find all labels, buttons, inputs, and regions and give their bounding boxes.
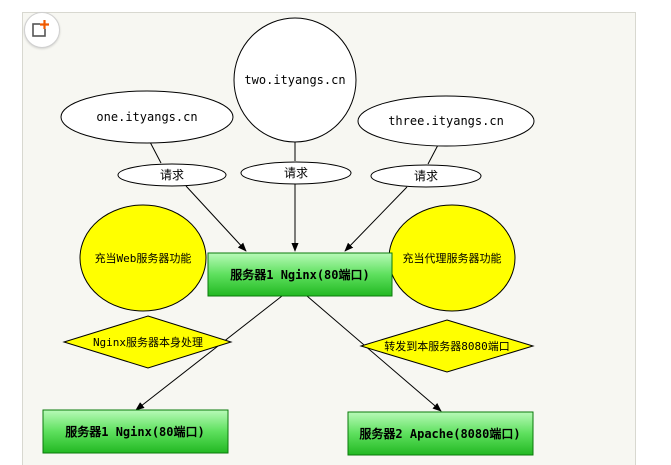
request-label-two: 请求: [284, 166, 308, 180]
main-server-label: 服务器1 Nginx(80端口): [230, 267, 369, 282]
web-server-role-label: 充当Web服务器功能: [95, 251, 192, 265]
domain-two-label: two.ityangs.cn: [244, 73, 345, 87]
arrow-server-to-nginx: [135, 295, 283, 411]
domain-three-label: three.ityangs.cn: [388, 114, 504, 128]
request-pill-two: 请求: [240, 161, 352, 185]
domain-three-node: three.ityangs.cn: [357, 95, 535, 147]
request-label-one: 请求: [160, 168, 184, 182]
connector-three: [427, 144, 439, 165]
self-handle-node: Nginx服务器本身处理: [62, 315, 233, 369]
domain-two-node: two.ityangs.cn: [233, 17, 357, 143]
arrow-server-to-apache: [306, 295, 442, 412]
proxy-server-role-node: 充当代理服务器功能: [388, 204, 516, 312]
connector-one: [149, 141, 162, 164]
expand-icon: [32, 20, 49, 37]
request-label-three: 请求: [414, 169, 438, 183]
nginx-server-label: 服务器1 Nginx(80端口): [65, 424, 204, 439]
apache-server-node: 服务器2 Apache(8080端口): [347, 411, 534, 456]
arrow-three-to-server: [344, 186, 408, 252]
forward-node: 转发到本服务器8080端口: [359, 319, 535, 373]
proxy-server-role-label: 充当代理服务器功能: [403, 251, 502, 265]
request-pill-three: 请求: [370, 164, 482, 188]
request-pill-one: 请求: [117, 163, 227, 187]
self-handle-label: Nginx服务器本身处理: [93, 335, 203, 349]
arrow-one-to-server: [185, 185, 247, 252]
web-server-role-node: 充当Web服务器功能: [79, 204, 207, 312]
apache-server-label: 服务器2 Apache(8080端口): [359, 426, 520, 441]
domain-one-label: one.ityangs.cn: [96, 110, 197, 124]
expand-button[interactable]: [24, 12, 60, 48]
nginx-server-node: 服务器1 Nginx(80端口): [42, 409, 229, 454]
domain-one-node: one.ityangs.cn: [60, 90, 234, 144]
forward-label: 转发到本服务器8080端口: [384, 339, 510, 353]
main-server-node: 服务器1 Nginx(80端口): [207, 252, 393, 297]
